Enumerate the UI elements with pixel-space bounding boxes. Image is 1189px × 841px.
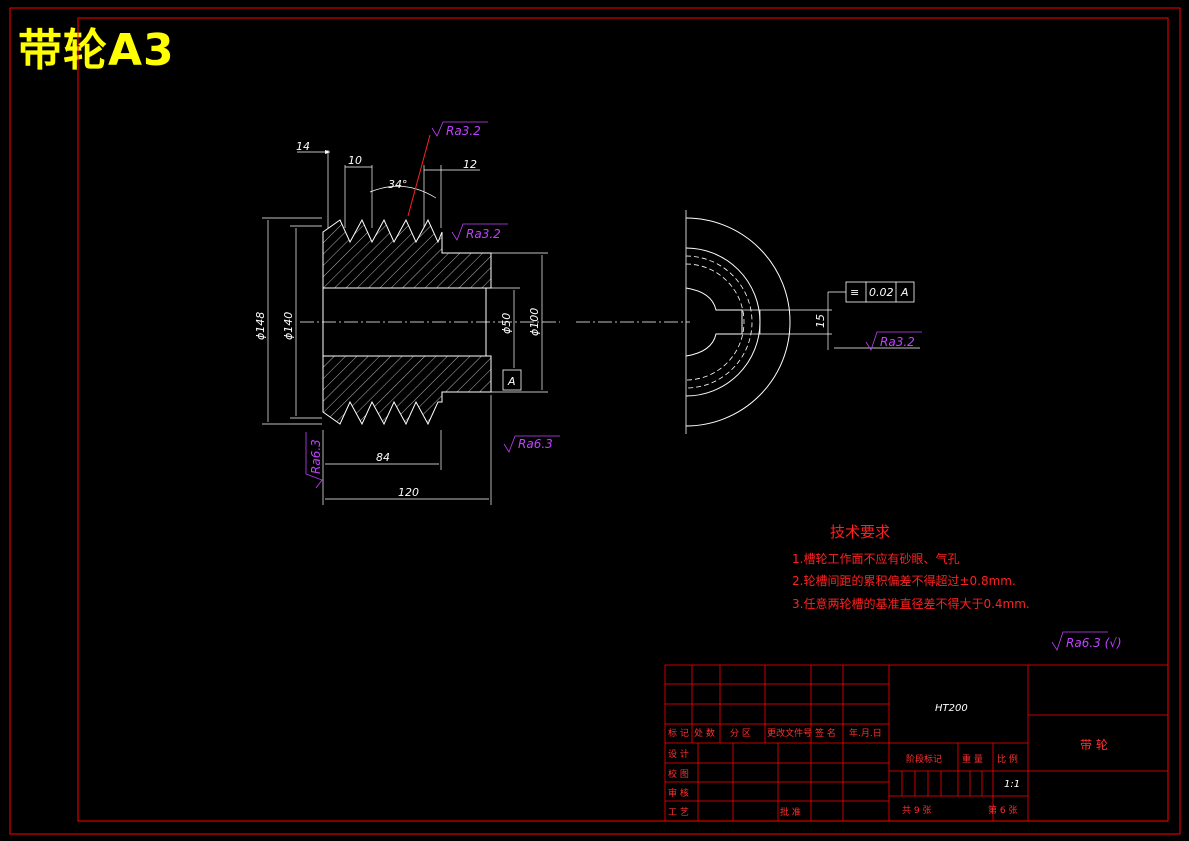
title-block-part-name: 带 轮	[1080, 738, 1108, 752]
roughness-side-view: Ra3.2	[880, 335, 915, 349]
tolerance-symbol: ≡	[850, 286, 859, 299]
tech-requirement-2: 2.轮槽间距的累积偏差不得超过±0.8mm.	[792, 573, 1016, 588]
drawing-title-banner: 带轮A3	[18, 25, 175, 76]
title-block-row-design: 设 计	[668, 748, 689, 760]
roughness-bottom: Ra6.3	[518, 437, 553, 451]
dim-diameter-148: ϕ148	[254, 312, 267, 340]
title-block	[664, 664, 1169, 822]
dim-groove-angle: 34°	[388, 178, 408, 191]
title-block-approve: 批 准	[780, 806, 801, 818]
inner-frame	[77, 17, 1169, 822]
datum-a-box	[502, 369, 522, 391]
dim-length-84: 84	[376, 451, 390, 464]
tech-requirements-heading: 技术要求	[830, 523, 890, 541]
pulley-section-view	[262, 134, 560, 505]
roughness-side: Ra3.2	[466, 227, 501, 241]
tolerance-frame	[845, 281, 915, 303]
dim-width-12: 12	[463, 158, 477, 171]
tolerance-value: 0.02	[869, 286, 894, 299]
title-block-header-date: 年.月.日	[849, 727, 882, 739]
tech-requirement-1: 1.槽轮工作面不应有砂眼、气孔	[792, 551, 959, 566]
title-block-row-process: 工 艺	[668, 807, 689, 818]
dim-width-10: 10	[348, 154, 362, 167]
roughness-left: Ra6.3	[309, 439, 323, 474]
title-block-header-change: 更改文件号	[767, 727, 812, 739]
title-block-material: HT200	[935, 703, 968, 714]
outer-frame	[9, 7, 1181, 835]
title-block-header-mark: 标 记	[668, 727, 689, 739]
title-block-total-sheets: 共 9 张	[902, 805, 931, 816]
tolerance-datum: A	[900, 286, 909, 299]
title-block-row-check: 校 图	[668, 768, 689, 780]
title-block-header-sign: 签 名	[815, 727, 836, 739]
title-block-stage-mark: 阶段标记	[906, 753, 942, 765]
dim-diameter-140: ϕ140	[282, 312, 295, 340]
tech-requirement-3: 3.任意两轮槽的基准直径差不得大于0.4mm.	[792, 596, 1030, 611]
title-block-scale-label: 比 例	[997, 753, 1018, 765]
roughness-top: Ra3.2	[446, 124, 481, 138]
title-block-header-zone: 分 区	[730, 728, 751, 739]
dim-length-120: 120	[398, 486, 419, 499]
title-block-row-review: 审 核	[668, 787, 689, 799]
dim-diameter-50: ϕ50	[500, 313, 513, 334]
title-block-sheet-no: 第 6 张	[988, 804, 1017, 816]
title-block-header-count: 处 数	[694, 727, 715, 739]
pulley-side-view	[576, 210, 920, 434]
title-block-scale: 1:1	[1004, 779, 1020, 790]
datum-a-label: A	[507, 375, 516, 388]
dim-diameter-100: ϕ100	[528, 308, 541, 336]
roughness-general: Ra6.3 (√)	[1066, 636, 1122, 650]
title-block-weight: 重 量	[962, 753, 983, 765]
dim-keyway-15: 15	[814, 314, 827, 328]
dim-width-14: 14	[296, 140, 310, 153]
